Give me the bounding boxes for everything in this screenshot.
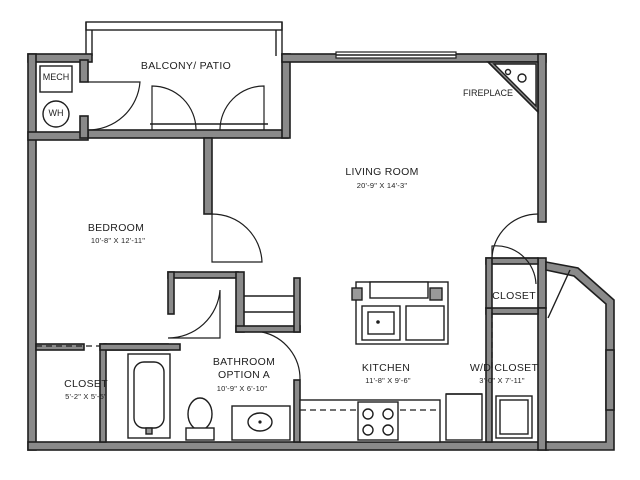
kitchen-island <box>351 281 449 345</box>
bathroom-door <box>167 289 221 339</box>
bathroom-label-line2: OPTION A <box>218 369 270 381</box>
entry-door <box>491 213 539 259</box>
fireplace <box>486 61 539 114</box>
living-window <box>335 51 457 59</box>
bedroom-label: BEDROOM <box>87 222 145 234</box>
closet-bedroom-label: CLOSET <box>64 378 108 390</box>
toilet <box>185 397 215 441</box>
balcony-doors <box>150 85 268 131</box>
living-room-label: LIVING ROOM <box>345 166 419 178</box>
wd-closet-label: W/D CLOSET <box>469 362 539 374</box>
interior-walls <box>35 137 301 443</box>
mech-label: MECH <box>42 72 70 82</box>
small-closet <box>485 245 539 309</box>
kitchen-counter <box>299 393 483 443</box>
bedroom-door <box>211 213 263 263</box>
wh-label: WH <box>48 108 64 118</box>
vanity <box>231 405 291 441</box>
exterior-storage <box>545 261 615 451</box>
kitchen-dims: 11'-8" X 9'-6" <box>365 376 411 385</box>
mech-closet <box>27 59 141 141</box>
bathroom-label-line1: BATHROOM <box>212 356 276 368</box>
balcony-outline <box>85 21 283 56</box>
closet-bedroom-dims: 5'-2" X 5'-5" <box>65 392 107 401</box>
fireplace-label: FIREPLACE <box>462 88 514 98</box>
wd-closet-dims: 3'-0" X 7'-11" <box>479 376 525 385</box>
bathtub <box>127 353 171 439</box>
bathroom-dims: 10'-9" X 6'-10" <box>216 384 268 393</box>
bath-entry-door <box>261 331 301 381</box>
closet-small-label: CLOSET <box>492 290 536 302</box>
kitchen-label: KITCHEN <box>361 362 411 374</box>
wd-closet <box>485 307 539 443</box>
balcony-label: BALCONY/ PATIO <box>140 60 232 72</box>
bedroom-dims: 10'-8" X 12'-11" <box>90 236 146 245</box>
living-room-dims: 20'-9" X 14'-3" <box>356 181 408 190</box>
